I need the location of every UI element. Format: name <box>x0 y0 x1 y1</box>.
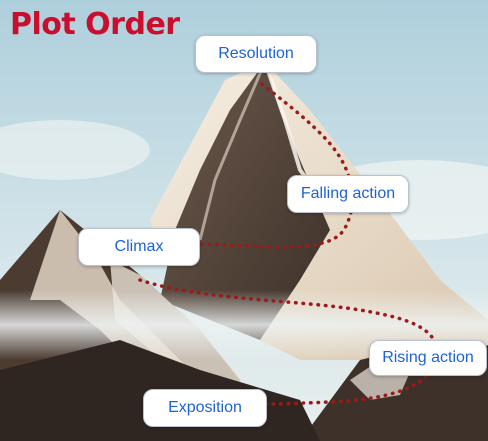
page-title: Plot Order <box>10 7 180 42</box>
cloud <box>0 120 150 180</box>
plot-path-rising <box>138 278 442 352</box>
stage-label-falling-action: Falling action <box>287 175 409 213</box>
stage-label-exposition: Exposition <box>143 389 267 427</box>
stage-label-resolution: Resolution <box>195 35 317 73</box>
snow-ridge <box>198 61 267 241</box>
stage-label-rising-action: Rising action <box>369 340 487 376</box>
stage-label-climax: Climax <box>78 228 200 266</box>
